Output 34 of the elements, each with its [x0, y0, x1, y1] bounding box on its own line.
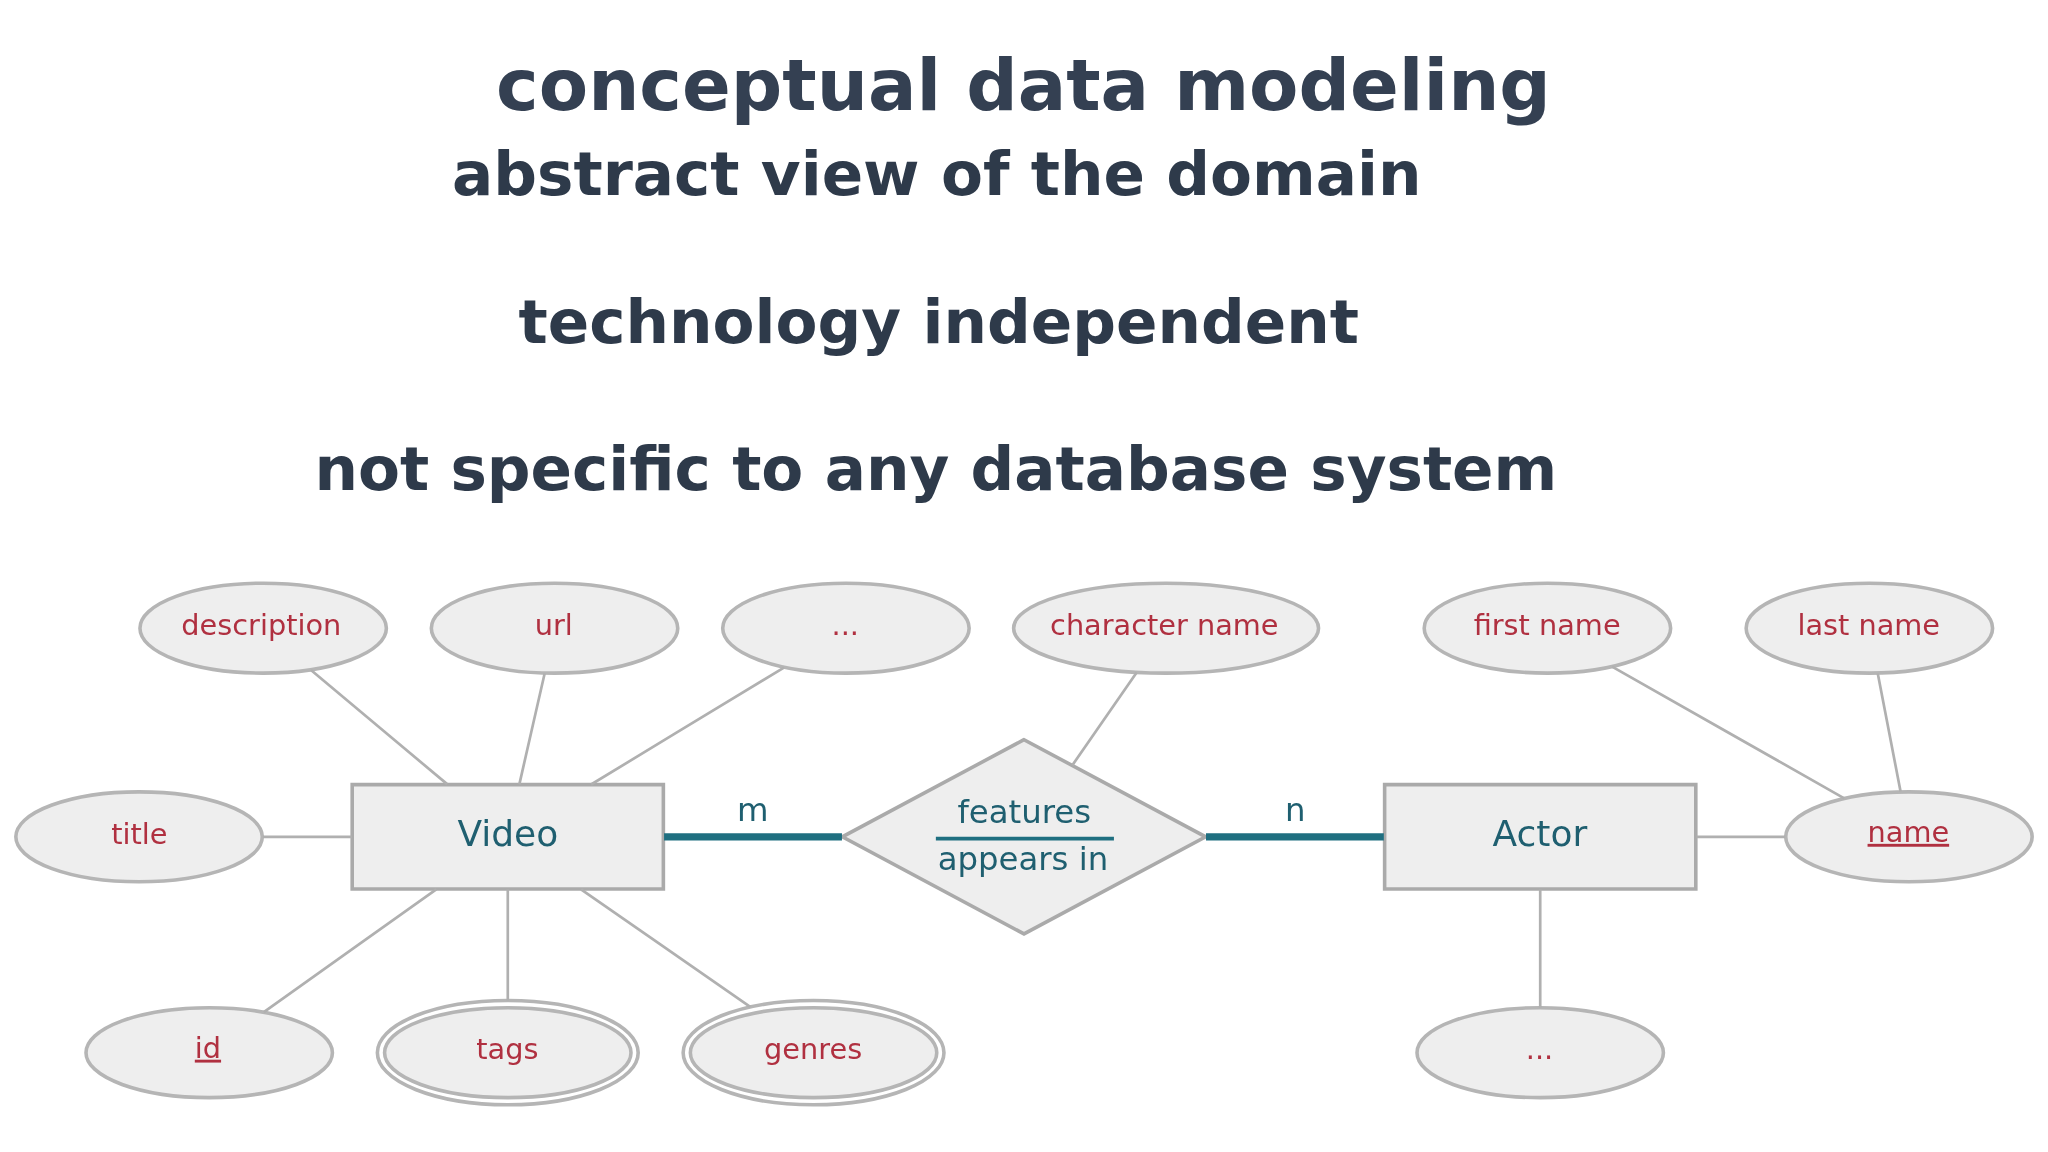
connector	[1611, 665, 1845, 800]
connector	[664, 833, 842, 841]
edge-label: n	[1284, 791, 1306, 830]
node-ellipse: ...	[720, 581, 971, 675]
connector	[262, 835, 352, 839]
node-ellipse: ...	[1415, 1005, 1666, 1100]
connector	[1206, 833, 1384, 841]
node-ellipse: genres	[681, 998, 946, 1107]
connector	[263, 888, 438, 1014]
connector	[1538, 889, 1542, 1008]
node-ellipse: character name	[1011, 581, 1321, 675]
connector	[1696, 835, 1786, 839]
node-box: Video	[350, 782, 666, 891]
node-box: Actor	[1382, 782, 1698, 891]
node-ellipse: name	[1783, 790, 2034, 884]
edge-label: m	[737, 791, 769, 830]
connector	[506, 889, 510, 1001]
node-ellipse: id	[84, 1005, 335, 1100]
connector	[580, 888, 751, 1008]
node-ellipse: title	[14, 790, 265, 884]
connector	[518, 673, 546, 785]
connector	[1071, 671, 1138, 766]
label: technology independent	[518, 285, 1359, 357]
label: abstract view of the domain	[452, 138, 1422, 210]
node-ellipse: tags	[375, 998, 640, 1107]
connector	[310, 668, 448, 786]
connector	[590, 666, 785, 786]
diagram-title: conceptual data modeling	[496, 43, 1551, 128]
node-ellipse: url	[429, 581, 680, 675]
node-ellipse: description	[138, 581, 389, 675]
label: not specific to any database system	[314, 433, 1558, 505]
node-ellipse: last name	[1744, 581, 1995, 675]
node-ellipse: first name	[1422, 581, 1673, 675]
connector	[1876, 673, 1902, 792]
